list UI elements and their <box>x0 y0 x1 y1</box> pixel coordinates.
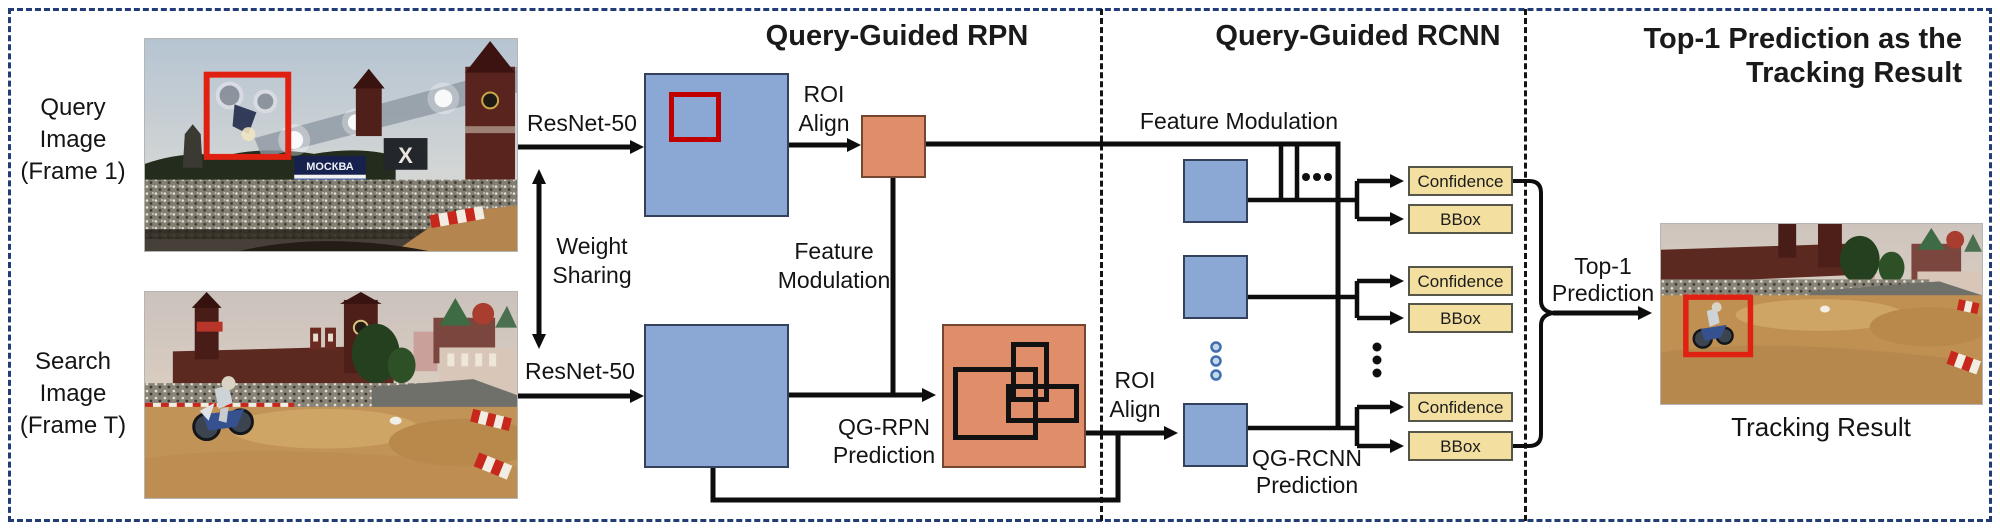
roi-align-rcnn-label: ROI Align <box>1109 367 1161 422</box>
tracking-result-photo <box>1660 223 1983 405</box>
query-image-label: Query Image (Frame 1) <box>20 94 126 185</box>
bbox-head-1: BBox <box>1408 204 1513 234</box>
query-roi-red-square <box>669 92 721 142</box>
bbox-head-2: BBox <box>1408 303 1513 333</box>
search-photo-art <box>145 292 517 498</box>
rcnn-roi-feature-1 <box>1183 159 1248 223</box>
search-image-label: Search Image (Frame T) <box>19 348 127 439</box>
confidence-head-1: Confidence <box>1408 166 1513 196</box>
weight-sharing-label: Weight Sharing <box>552 233 632 288</box>
roi-align-rpn-label: ROI Align <box>798 81 850 136</box>
bbox-head-3: BBox <box>1408 431 1513 461</box>
feature-modulation-rcnn-label: Feature Modulation <box>1139 108 1339 134</box>
title-output-line1: Top-1 Prediction as the <box>1643 23 1962 55</box>
title-output: Top-1 Prediction as the Tracking Result <box>1560 22 1962 90</box>
title-output-line2: Tracking Result <box>1746 57 1962 89</box>
rcnn-roi-feature-2 <box>1183 255 1248 319</box>
query-feature-map <box>644 73 789 217</box>
result-motorbike-rider <box>1692 302 1734 349</box>
result-photo-art <box>1661 224 1982 404</box>
search-image-photo <box>144 291 518 499</box>
resnet50-top-label: ResNet-50 <box>527 110 637 136</box>
search-feature-map <box>644 324 789 468</box>
qg-rpn-prediction-label: QG-RPN Prediction <box>832 414 936 468</box>
title-query-guided-rpn: Query-Guided RPN <box>765 20 1029 52</box>
proposal-bbox-3 <box>1006 384 1079 423</box>
title-query-guided-rcnn: Query-Guided RCNN <box>1215 20 1501 52</box>
query-roi-feature <box>861 115 926 178</box>
billboard-text: МОСКВА <box>306 161 354 173</box>
tracking-result-caption: Tracking Result <box>1731 412 1911 442</box>
top1-prediction-label: Top-1 Prediction <box>1551 253 1655 306</box>
search-motorbike-rider <box>192 376 254 442</box>
qg-rcnn-prediction-label: QG-RCNN Prediction <box>1252 445 1362 498</box>
feature-modulation-rpn-label: Feature Modulation <box>777 238 891 293</box>
confidence-head-3: Confidence <box>1408 392 1513 422</box>
query-target-bbox <box>203 71 292 160</box>
divider-rpn-rcnn <box>1100 9 1103 521</box>
query-target-motorbike <box>215 81 278 142</box>
tracking-result-bbox <box>1683 294 1754 358</box>
resnet50-bottom-label: ResNet-50 <box>525 358 635 384</box>
query-image-photo: X МОСКВА <box>144 38 518 252</box>
query-photo-art: X МОСКВА <box>145 39 517 251</box>
figure-border <box>8 8 1992 522</box>
x-games-logo: X <box>398 143 413 168</box>
confidence-head-2: Confidence <box>1408 266 1513 296</box>
divider-rcnn-output <box>1524 9 1527 521</box>
